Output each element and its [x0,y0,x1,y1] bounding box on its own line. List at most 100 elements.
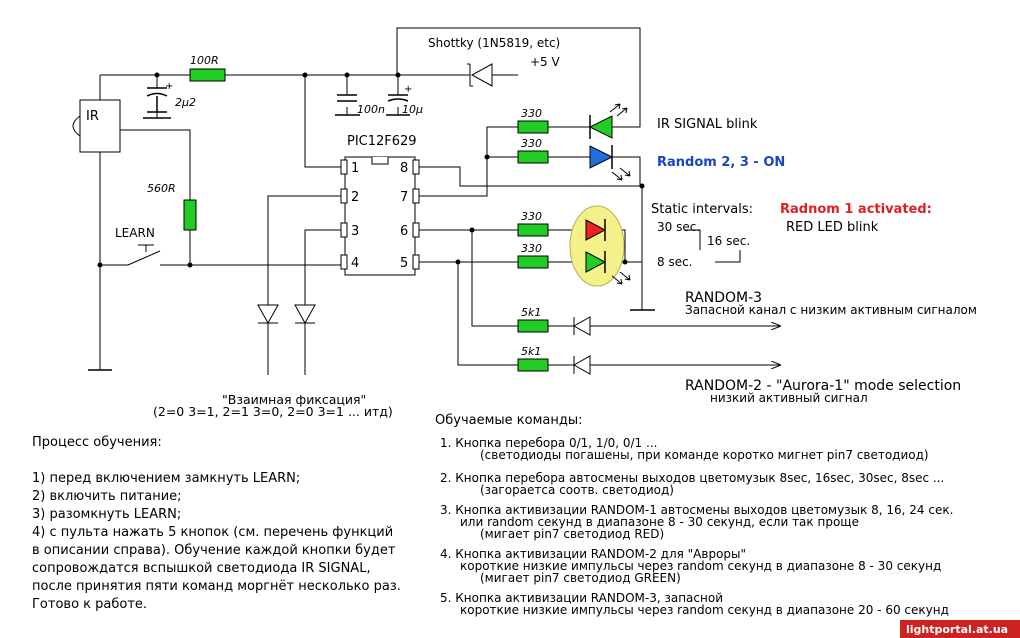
resistors [183,68,549,372]
label-330-2: 330 [521,137,542,150]
label-mutual-fix: "Взаимная фиксация" [222,392,366,407]
label-330-3: 330 [521,210,542,223]
label-schottky: Shottky (1N5819, etc) [428,36,560,50]
pin-6: 6 [400,224,408,239]
command-line-1: 1. Кнопка перебора 0/1, 1/0, 0/1 ... [440,436,657,450]
capacitor-100n [337,94,357,102]
command-line-9: короткие низкие импульсы через random се… [460,559,941,573]
ic-pic12f629 [340,156,420,276]
label-ic: PIC12F629 [347,134,417,149]
label-red-led-blink: RED LED blink [786,220,879,235]
label-560r: 560R [147,182,176,195]
resistor-560r [183,199,197,231]
pin-8: 8 [400,161,408,176]
command-line-7: (мигает pin7 светодиод RED) [480,527,664,541]
resistor-330-2 [517,150,549,164]
bicolor-led-highlight [569,205,625,287]
learning-line-1: 1) перед включением замкнуть LEARN; [32,471,300,486]
label-learn: LEARN [115,226,155,240]
capacitor-10u [387,94,409,102]
label-plus-1: + [165,81,173,92]
label-ir-signal: IR SIGNAL blink [657,117,758,132]
junction-dots [97,72,645,268]
diode-pin2 [257,304,279,325]
label-16sec: 16 sec. [707,234,750,248]
resistor-330-4 [517,255,549,269]
command-line-10: (мигает pin7 светодиод GREEN) [480,571,681,585]
label-10u: 10μ [402,103,423,116]
command-line-8: 4. Кнопка активизации RANDOM-2 для "Авро… [440,547,746,561]
led-bicolor [569,205,631,287]
fix-diodes [257,304,316,325]
learning-process-block: Процесс обучения: 1) перед включением за… [32,435,401,612]
pin-4: 4 [351,256,359,271]
label-30sec: 30 sec. [657,220,700,234]
label-random3: RANDOM-3 [685,290,762,306]
watermark-text: lightportal.at.ua [906,623,1008,636]
bicolor-led-green [585,251,607,273]
label-5k1-1: 5k1 [521,306,541,319]
label-random2-sub: низкий активный сигнал [710,391,868,405]
label-330-4: 330 [521,242,542,255]
resistor-5k1-2 [517,358,549,372]
pin-3: 3 [351,224,359,239]
commands-block: Обучаемые команды: 1. Кнопка перебора 0/… [435,413,953,617]
output-diodes [572,316,591,375]
ir-receiver [72,99,121,153]
capacitors [146,87,409,113]
learning-line-2: 2) включить питание; [32,489,182,504]
diode-pin3 [294,304,316,325]
led-ir-signal [588,103,628,139]
command-line-2: (светодиоды погашены, при команде коротк… [480,448,929,462]
label-plus-2: + [404,84,412,95]
label-random23: Random 2, 3 - ON [657,155,785,170]
command-line-11: 5. Кнопка активизации RANDOM-3, запасной [440,591,723,605]
label-mutual-fix-sub: (2=0 3=1, 2=1 3=0, 2=0 3=1 ... итд) [153,404,393,419]
led-blue [589,145,631,181]
command-line-6: или random секунд в диапазоне 8 - 30 сек… [460,515,859,529]
label-330-1: 330 [521,107,542,120]
label-100r: 100R [190,54,219,67]
command-line-3: 2. Кнопка перебора автосмены выходов цве… [440,471,944,485]
resistor-5k1-1 [517,319,549,333]
label-5k1-2: 5k1 [521,345,541,358]
pin-1: 1 [351,161,359,176]
capacitor-2u2 [146,87,168,113]
schottky-diode [467,63,493,87]
watermark: lightportal.at.ua [900,620,1020,638]
resistor-330-3 [517,223,549,237]
learning-line-3: 3) разомкнуть LEARN; [32,507,181,522]
learning-title: Процесс обучения: [32,435,162,450]
pin-5: 5 [400,256,408,271]
label-random3-sub: Запасной канал с низким активным сигнало… [685,303,977,317]
command-line-4: (загораетса соотв. светодиод) [480,483,674,497]
ground-symbols [88,114,655,371]
label-2u2: 2μ2 [175,96,196,109]
label-ir: IR [86,109,99,124]
learning-line-8: Готово к работе. [32,597,147,612]
label-static-intervals: Static intervals: [651,202,753,217]
pin-2: 2 [351,190,359,205]
ic-pin-numbers: 1 2 3 4 8 7 6 5 [351,161,408,271]
command-line-12: короткие низкие импульсы через random се… [460,603,949,617]
wires [99,27,780,375]
learning-line-6: сопровождатся вспышкой светодиода IR SIG… [32,561,371,576]
learning-line-7: после принятия пяти команд моргнёт неско… [32,579,401,594]
learning-line-5: в описании справа). Обучение каждой кноп… [32,543,396,558]
label-100n: 100n [357,103,385,116]
commands-title: Обучаемые команды: [435,413,583,428]
label-random2: RANDOM-2 - "Aurora-1" mode selection [685,378,961,394]
label-vcc: +5 V [530,55,561,69]
bicolor-led-red [585,219,607,241]
command-line-5: 3. Кнопка активизации RANDOM-1 автосмены… [440,503,953,517]
label-8sec: 8 sec. [657,255,693,269]
label-random1-activated: Radnom 1 activated: [780,202,932,217]
diode-random2 [572,355,591,375]
pin-7: 7 [400,190,408,205]
diode-random3 [572,316,591,336]
learning-line-4: 4) с пульта нажать 5 кнопок (см. перечен… [32,525,393,540]
learn-switch [127,244,161,266]
resistor-330-1 [517,120,549,134]
